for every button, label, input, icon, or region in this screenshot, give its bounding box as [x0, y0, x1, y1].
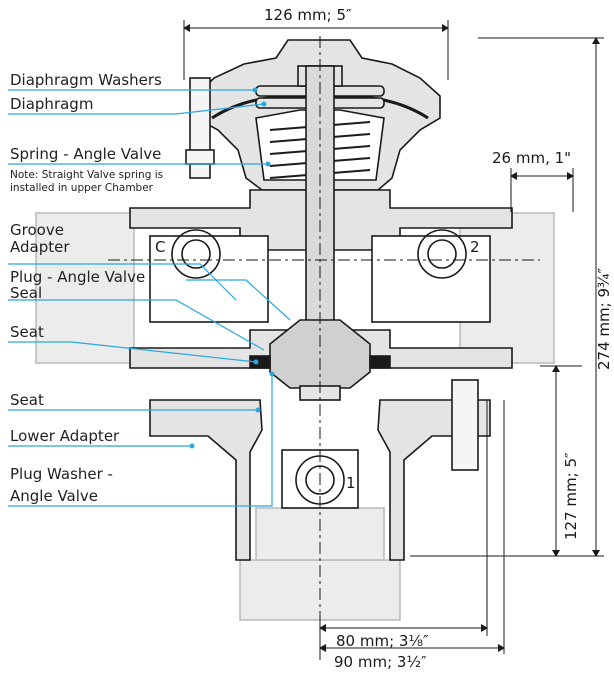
label-note-line1: Note: Straight Valve spring is	[10, 169, 163, 181]
dim-bottom-90: 90 mm; 3½″	[334, 653, 427, 671]
label-groove-line1: Groove	[10, 221, 64, 239]
label-plug: Plug - Angle Valve	[10, 268, 145, 286]
seat-left	[249, 355, 271, 369]
dim-bottom-80: 80 mm; 3¹⁄₈″	[336, 632, 429, 650]
port-label-2: 2	[470, 238, 480, 256]
dimension-lines	[183, 20, 604, 660]
label-diaphragm-washers: Diaphragm Washers	[10, 71, 162, 89]
groove-adapter-left	[35, 212, 135, 364]
seat-right	[369, 355, 391, 369]
label-seal: Seal	[10, 284, 42, 302]
valve-body	[35, 39, 555, 621]
lower-adapter-left	[149, 399, 263, 561]
port-circles	[171, 229, 467, 505]
port-label-c: C	[155, 238, 165, 256]
dim-right-clearance: 26 mm, 1"	[492, 149, 571, 167]
center-lines	[108, 36, 540, 620]
label-plug-washer-line2: Angle Valve	[10, 487, 98, 505]
label-seat-2: Seat	[10, 391, 44, 409]
label-plug-washer-line1: Plug Washer -	[10, 465, 113, 483]
dim-lower-height: 127 mm; 5″	[562, 452, 580, 540]
dim-top-width: 126 mm; 5″	[264, 6, 352, 24]
label-seat-1: Seat	[10, 323, 44, 341]
port-label-1: 1	[346, 474, 356, 492]
label-note-line2: installed in upper Chamber	[10, 182, 154, 194]
label-spring: Spring - Angle Valve	[10, 145, 161, 163]
label-groove-line2: Adapter	[10, 238, 70, 256]
label-diaphragm: Diaphragm	[10, 95, 93, 113]
callout-lines	[8, 89, 291, 507]
dim-overall-height: 274 mm; 9¾″	[595, 267, 613, 370]
label-lower-adapter: Lower Adapter	[10, 427, 120, 445]
